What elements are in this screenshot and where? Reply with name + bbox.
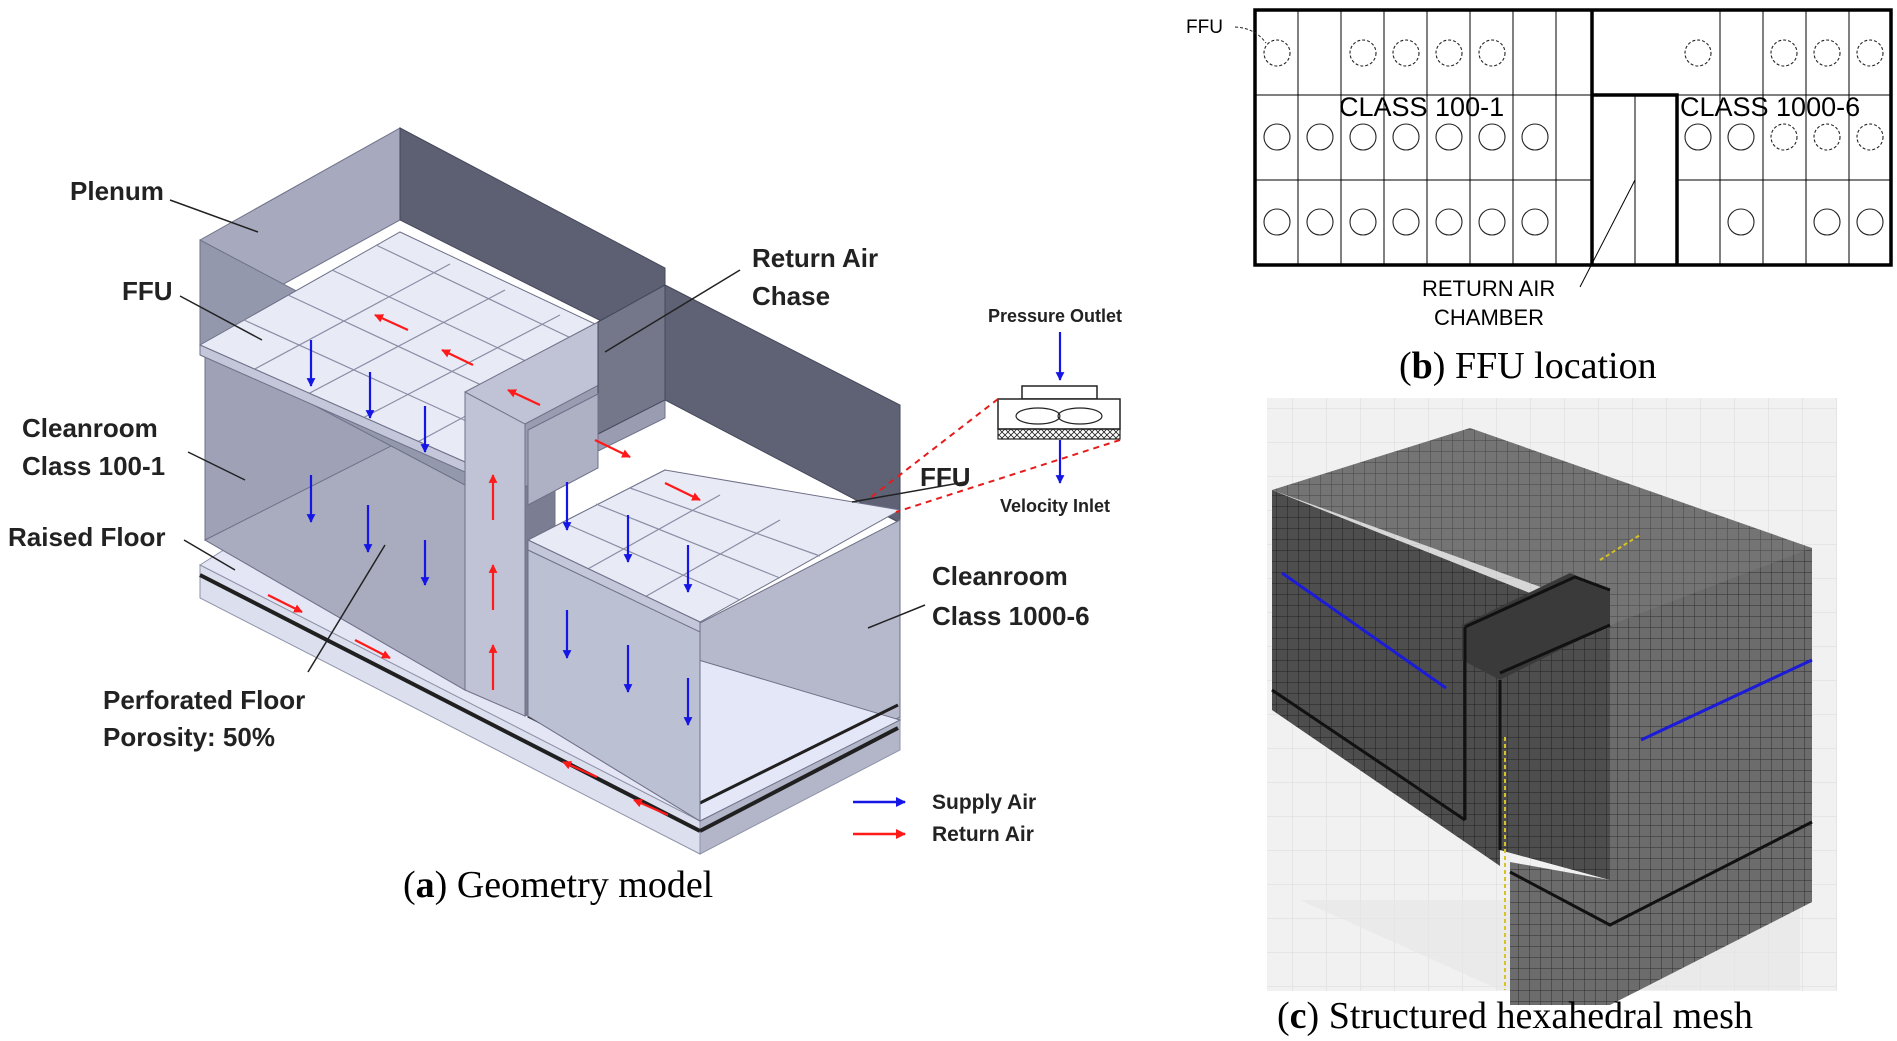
- caption-b: (b) FFU location: [1399, 345, 1657, 387]
- legend-supply-air: Supply Air: [932, 791, 1036, 814]
- legend: Supply Air Return Air: [853, 791, 1036, 846]
- velocity-inlet-label: Velocity Inlet: [1000, 496, 1110, 516]
- caption-c-text: Structured hexahedral mesh: [1319, 995, 1753, 1037]
- caption-a: (a) Geometry model: [403, 864, 713, 906]
- return-air-chase-label-2: Chase: [752, 281, 830, 311]
- ffu-label-right: FFU: [920, 462, 971, 492]
- perforated-floor-label-2: Porosity: 50%: [103, 722, 275, 752]
- ffu-circles: [1263, 39, 1884, 236]
- plenum-label: Plenum: [70, 176, 164, 206]
- ffu-grid-right: [561, 487, 821, 601]
- cleanroom-100-label-2: Class 100-1: [22, 451, 165, 481]
- ffu-plan-label: FFU: [1186, 17, 1223, 38]
- raised-floor-label: Raised Floor: [8, 522, 165, 552]
- supply-air-arrows: [306, 340, 693, 726]
- pressure-outlet-label: Pressure Outlet: [988, 306, 1122, 326]
- mesh-top-face: [1272, 428, 1812, 625]
- cleanroom-100-label-1: Cleanroom: [22, 413, 158, 443]
- caption-b-letter: b: [1412, 345, 1433, 387]
- return-chase-column: [464, 391, 526, 717]
- class-1000-label: CLASS 1000-6: [1680, 92, 1860, 122]
- caption-c: (c) Structured hexahedral mesh: [1277, 995, 1753, 1037]
- caption-a-text: Geometry model: [447, 864, 713, 906]
- geometry-model-panel: Plenum FFU Cleanroom Class 100-1 Raised …: [8, 127, 1122, 906]
- caption-c-letter: c: [1290, 995, 1307, 1037]
- cleanroom-1000-label-2: Class 1000-6: [932, 601, 1090, 631]
- return-air-arrows: [267, 313, 701, 817]
- return-air-chamber-label-1: RETURN AIR: [1422, 276, 1555, 301]
- class-100-label: CLASS 100-1: [1339, 92, 1504, 122]
- caption-a-letter: a: [416, 864, 435, 906]
- ffu-location-panel: FFU CLASS 100-1 CLASS 1000-6 RETURN AIR …: [1186, 8, 1893, 387]
- return-air-chase-label-1: Return Air: [752, 243, 878, 273]
- ffu-label-left: FFU: [122, 276, 173, 306]
- legend-return-air: Return Air: [932, 823, 1034, 846]
- return-air-chamber-label-2: CHAMBER: [1434, 305, 1544, 330]
- perforated-floor-label-1: Perforated Floor: [103, 685, 305, 715]
- mesh-right-face: [1510, 548, 1812, 1005]
- caption-b-text: FFU location: [1445, 345, 1656, 387]
- ffu-detail: [869, 332, 1121, 513]
- mesh-panel: (c) Structured hexahedral mesh: [1267, 398, 1837, 1037]
- cleanroom-1000-label-1: Cleanroom: [932, 561, 1068, 591]
